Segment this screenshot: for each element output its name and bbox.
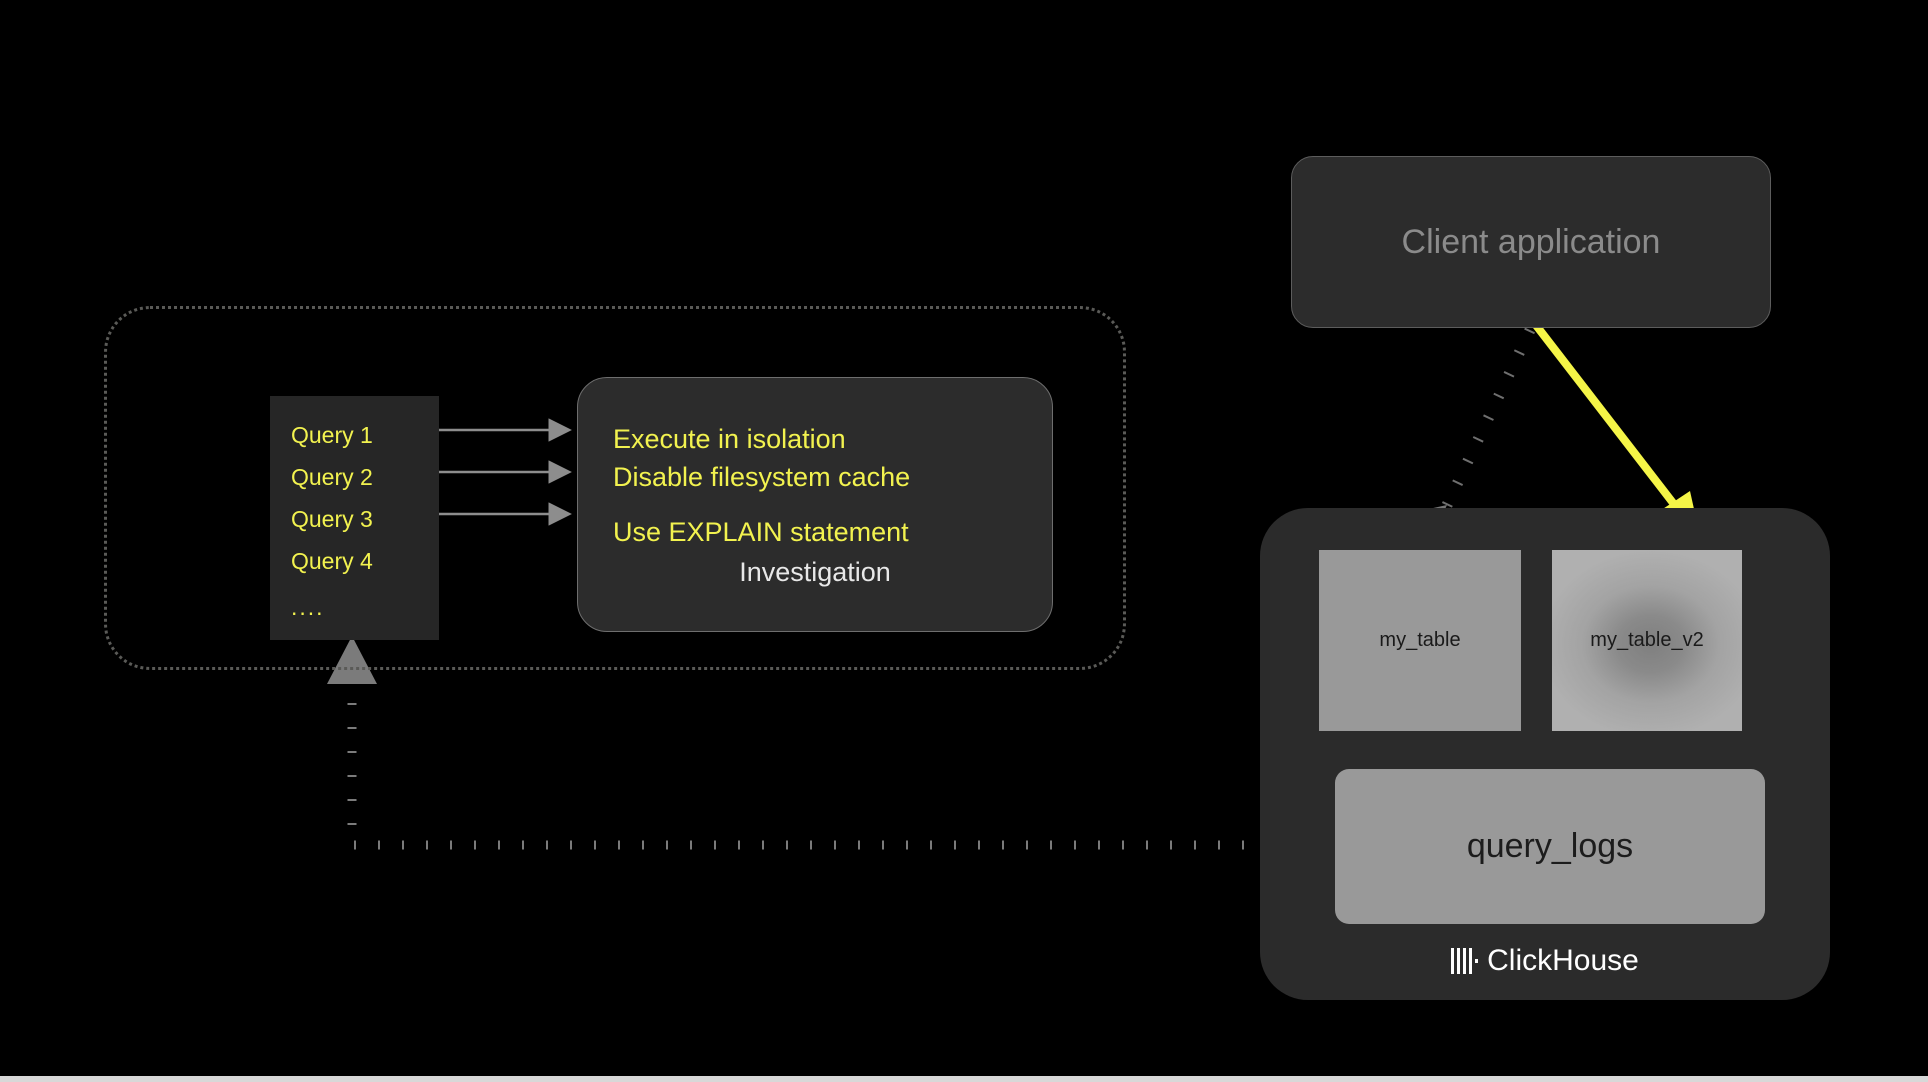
query-logs-label: query_logs xyxy=(1466,827,1634,865)
client-application-label: Client application xyxy=(1401,222,1661,261)
investigation-caption: Investigation xyxy=(739,557,891,587)
list-item[interactable]: Query 4 xyxy=(291,548,373,574)
investigation-group-boundary xyxy=(104,306,1126,670)
list-item[interactable]: Query 2 xyxy=(291,464,373,490)
investigation-card: Execute in isolation Disable filesystem … xyxy=(577,377,1053,632)
clickhouse-container: my_table my_table_v2 query_logs ClickHou… xyxy=(1260,508,1830,1000)
table-query-logs[interactable]: query_logs xyxy=(1335,769,1765,924)
list-item[interactable]: Query 1 xyxy=(291,422,373,448)
clickhouse-brand: ClickHouse xyxy=(1260,944,1830,978)
table-label: my_table xyxy=(1379,629,1461,651)
clickhouse-logo-icon xyxy=(1451,948,1479,974)
investigation-step: Execute in isolation xyxy=(613,424,846,454)
investigation-step: Disable filesystem cache xyxy=(613,462,911,492)
table-my-table-v2[interactable]: my_table_v2 xyxy=(1552,550,1742,731)
client-application-box: Client application xyxy=(1291,156,1771,328)
investigation-step: Use EXPLAIN statement xyxy=(613,517,909,547)
table-label: my_table_v2 xyxy=(1590,629,1704,651)
bottom-edge-strip xyxy=(0,1076,1928,1082)
list-item-more: .... xyxy=(291,594,325,620)
list-item[interactable]: Query 3 xyxy=(291,506,373,532)
table-my-table[interactable]: my_table xyxy=(1319,550,1521,731)
investigation-steps: Execute in isolation Disable filesystem … xyxy=(613,420,1033,551)
query-list-panel: Query 1 Query 2 Query 3 Query 4 .... xyxy=(270,396,439,640)
clickhouse-brand-name: ClickHouse xyxy=(1487,944,1639,977)
